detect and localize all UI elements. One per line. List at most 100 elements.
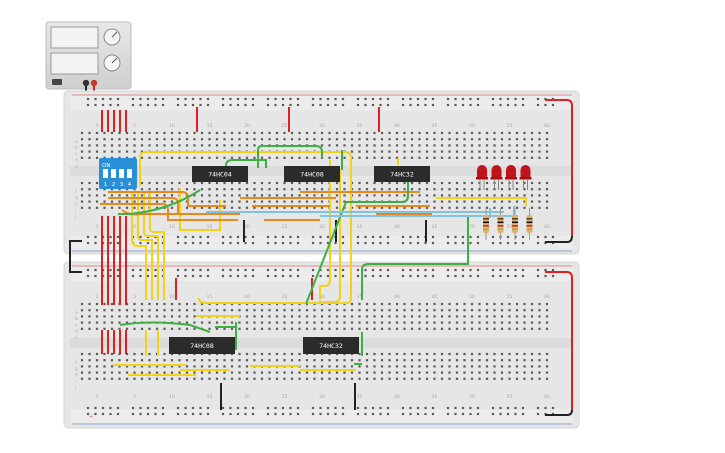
breadboard-hole[interactable] [433, 377, 436, 380]
breadboard-hole[interactable] [448, 138, 451, 141]
breadboard-hole[interactable] [478, 302, 481, 306]
breadboard-hole[interactable] [499, 241, 502, 245]
breadboard-hole[interactable] [350, 309, 354, 312]
breadboard-hole[interactable] [328, 138, 331, 141]
breadboard-hole[interactable] [110, 327, 114, 330]
breadboard-hole[interactable] [358, 365, 361, 368]
breadboard-hole[interactable] [140, 359, 144, 362]
breadboard-hole[interactable] [296, 412, 300, 416]
breadboard-hole[interactable] [260, 359, 264, 362]
breadboard-hole[interactable] [208, 188, 211, 191]
breadboard-hole[interactable] [320, 188, 324, 191]
breadboard-hole[interactable] [266, 268, 270, 272]
breadboard-hole[interactable] [401, 268, 405, 272]
breadboard-hole[interactable] [341, 268, 345, 272]
breadboard-hole[interactable] [365, 359, 369, 362]
breadboard-hole[interactable] [455, 309, 459, 312]
chip-74hc08-bottom[interactable]: 74HC08 [169, 337, 235, 354]
breadboard-hole[interactable] [199, 412, 202, 416]
breadboard-hole[interactable] [118, 144, 121, 147]
breadboard-hole[interactable] [461, 268, 465, 272]
breadboard-hole[interactable] [193, 359, 196, 362]
breadboard-hole[interactable] [523, 156, 526, 159]
breadboard-hole[interactable] [455, 188, 459, 191]
breadboard-hole[interactable] [320, 327, 324, 330]
breadboard-hole[interactable] [515, 181, 519, 185]
breadboard-hole[interactable] [305, 371, 309, 374]
breadboard-hole[interactable] [523, 371, 526, 374]
breadboard-hole[interactable] [433, 352, 436, 356]
breadboard-hole[interactable] [343, 377, 346, 380]
breadboard-hole[interactable] [455, 302, 459, 306]
breadboard-hole[interactable] [268, 138, 271, 141]
breadboard-hole[interactable] [230, 206, 234, 209]
breadboard-hole[interactable] [244, 268, 247, 272]
breadboard-hole[interactable] [365, 302, 369, 306]
breadboard-hole[interactable] [478, 200, 481, 203]
breadboard-hole[interactable] [446, 274, 450, 278]
breadboard-hole[interactable] [403, 309, 406, 312]
breadboard-hole[interactable] [311, 235, 315, 239]
breadboard-hole[interactable] [163, 359, 166, 362]
breadboard-hole[interactable] [110, 309, 114, 312]
power-supply[interactable] [45, 21, 132, 90]
breadboard-hole[interactable] [133, 194, 136, 197]
breadboard-hole[interactable] [544, 406, 547, 410]
breadboard-hole[interactable] [193, 156, 196, 159]
breadboard-hole[interactable] [125, 206, 129, 209]
breadboard-hole[interactable] [356, 97, 360, 101]
breadboard-hole[interactable] [334, 97, 337, 101]
breadboard-hole[interactable] [103, 200, 106, 203]
power-switch[interactable] [52, 79, 62, 85]
breadboard-hole[interactable] [403, 131, 406, 135]
breadboard-hole[interactable] [296, 268, 300, 272]
breadboard-hole[interactable] [94, 412, 97, 416]
breadboard-hole[interactable] [281, 97, 285, 101]
breadboard-hole[interactable] [229, 274, 232, 278]
breadboard-hole[interactable] [110, 365, 114, 368]
breadboard-hole[interactable] [448, 194, 451, 197]
breadboard-hole[interactable] [463, 352, 466, 356]
breadboard-hole[interactable] [86, 103, 90, 107]
breadboard-hole[interactable] [109, 274, 112, 278]
breadboard-hole[interactable] [379, 412, 382, 416]
breadboard-hole[interactable] [245, 206, 249, 209]
breadboard-hole[interactable] [530, 138, 534, 141]
breadboard-hole[interactable] [373, 302, 376, 306]
breadboard-hole[interactable] [380, 352, 384, 356]
breadboard-hole[interactable] [545, 144, 549, 147]
breadboard-hole[interactable] [290, 206, 294, 209]
breadboard-hole[interactable] [80, 181, 84, 185]
breadboard-hole[interactable] [140, 309, 144, 312]
breadboard-hole[interactable] [155, 327, 159, 330]
breadboard-hole[interactable] [178, 377, 181, 380]
led[interactable] [520, 165, 531, 178]
breadboard-hole[interactable] [478, 321, 481, 324]
breadboard-hole[interactable] [463, 200, 466, 203]
breadboard-hole[interactable] [433, 371, 436, 374]
breadboard-hole[interactable] [326, 412, 330, 416]
breadboard-hole[interactable] [463, 144, 466, 147]
breadboard-hole[interactable] [523, 150, 526, 153]
breadboard-hole[interactable] [184, 412, 187, 416]
breadboard-hole[interactable] [95, 138, 99, 141]
breadboard-hole[interactable] [431, 268, 435, 272]
breadboard-hole[interactable] [530, 321, 534, 324]
breadboard-hole[interactable] [245, 315, 249, 318]
breadboard-hole[interactable] [281, 406, 285, 410]
resistor[interactable] [483, 215, 489, 233]
breadboard-hole[interactable] [320, 321, 324, 324]
breadboard-hole[interactable] [425, 302, 429, 306]
breadboard-hole[interactable] [139, 406, 142, 410]
breadboard-hole[interactable] [170, 200, 174, 203]
breadboard-hole[interactable] [446, 241, 450, 245]
breadboard-hole[interactable] [223, 365, 226, 368]
breadboard-hole[interactable] [155, 138, 159, 141]
breadboard-hole[interactable] [424, 412, 427, 416]
breadboard-hole[interactable] [230, 188, 234, 191]
breadboard-hole[interactable] [388, 377, 391, 380]
breadboard-hole[interactable] [469, 235, 472, 239]
breadboard-hole[interactable] [551, 103, 555, 107]
breadboard-hole[interactable] [461, 235, 465, 239]
breadboard-hole[interactable] [176, 235, 180, 239]
